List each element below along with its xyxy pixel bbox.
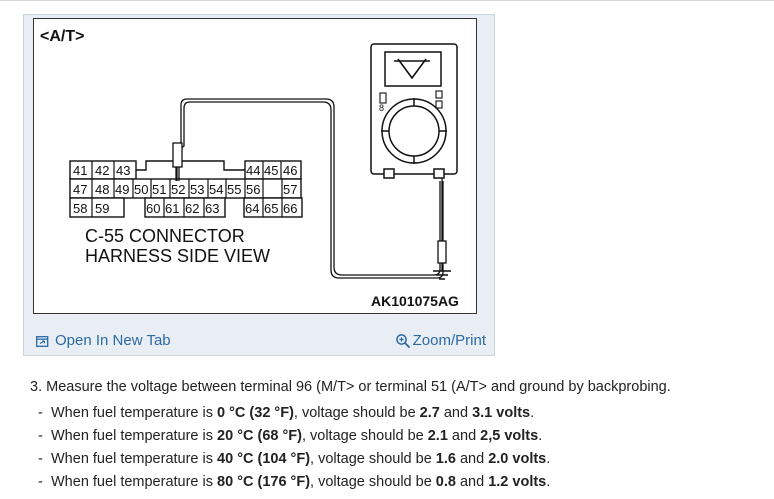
pin-43: 43 xyxy=(116,163,130,178)
connector-row-2: 47 48 49 50 51 52 53 54 55 56 57 xyxy=(69,178,302,199)
pin-52: 52 xyxy=(171,182,185,197)
pin-53: 53 xyxy=(190,182,204,197)
instructions: 3. Measure the voltage between terminal … xyxy=(30,378,770,494)
list-item: -When fuel temperature is 80 °C (176 °F)… xyxy=(38,474,551,490)
pin-65: 65 xyxy=(264,201,278,216)
voltage-list: -When fuel temperature is 0 °C (32 °F), … xyxy=(30,402,770,494)
pin-46: 46 xyxy=(283,163,297,178)
zoom-print-link[interactable]: Zoom/Print xyxy=(395,332,486,349)
pin-59: 59 xyxy=(95,201,109,216)
pin-45: 45 xyxy=(264,163,278,178)
ground-symbol-icon xyxy=(433,270,451,280)
figure-code: AK101075AG xyxy=(371,293,459,309)
connector-row-3: 58 59 60 61 62 63 64 65 66 xyxy=(69,197,303,218)
pin-66: 66 xyxy=(283,201,297,216)
pin-64: 64 xyxy=(245,201,259,216)
pin-58: 58 xyxy=(73,201,87,216)
pin-42: 42 xyxy=(95,163,109,178)
pin-62: 62 xyxy=(185,201,199,216)
pin-63: 63 xyxy=(205,201,219,216)
pin-49: 49 xyxy=(115,182,129,197)
open-in-new-tab-link[interactable]: Open In New Tab xyxy=(36,332,171,349)
connector-subtitle: HARNESS SIDE VIEW xyxy=(85,246,270,266)
list-item: -When fuel temperature is 20 °C (68 °F),… xyxy=(38,428,543,444)
pin-54: 54 xyxy=(209,182,223,197)
figure-toolbar: Open In New Tab Zoom/Print xyxy=(23,324,495,356)
pin-55: 55 xyxy=(227,182,241,197)
pin-51: 51 xyxy=(152,182,166,197)
pin-47: 47 xyxy=(73,182,87,197)
pin-60: 60 xyxy=(146,201,160,216)
pin-61: 61 xyxy=(165,201,179,216)
pin-56: 56 xyxy=(246,182,260,197)
pin-48: 48 xyxy=(95,182,109,197)
pin-57: 57 xyxy=(283,182,297,197)
list-item: -When fuel temperature is 40 °C (104 °F)… xyxy=(38,451,551,467)
pin-50: 50 xyxy=(134,182,148,197)
multimeter-icon: 8 xyxy=(370,43,458,179)
step-text: 3. Measure the voltage between terminal … xyxy=(30,379,671,395)
pin-44: 44 xyxy=(246,163,260,178)
pin-41: 41 xyxy=(73,163,87,178)
ground-lead xyxy=(437,178,447,271)
new-tab-icon xyxy=(36,335,49,347)
corner-label: <A/T> xyxy=(40,28,84,45)
open-in-new-tab-label: Open In New Tab xyxy=(55,332,171,349)
diagram-svg: <A/T> 41 42 43 44 45 46 xyxy=(40,28,459,309)
list-item: -When fuel temperature is 0 °C (32 °F), … xyxy=(38,405,535,421)
connector-row-1: 41 42 43 44 45 46 xyxy=(69,160,302,180)
zoom-icon xyxy=(395,333,410,348)
wiring-diagram: <A/T> 41 42 43 44 45 46 xyxy=(33,18,477,314)
svg-text:8: 8 xyxy=(379,103,384,113)
connector-title: C-55 CONNECTOR xyxy=(85,226,245,246)
top-divider xyxy=(0,0,774,7)
zoom-print-label: Zoom/Print xyxy=(412,332,486,349)
